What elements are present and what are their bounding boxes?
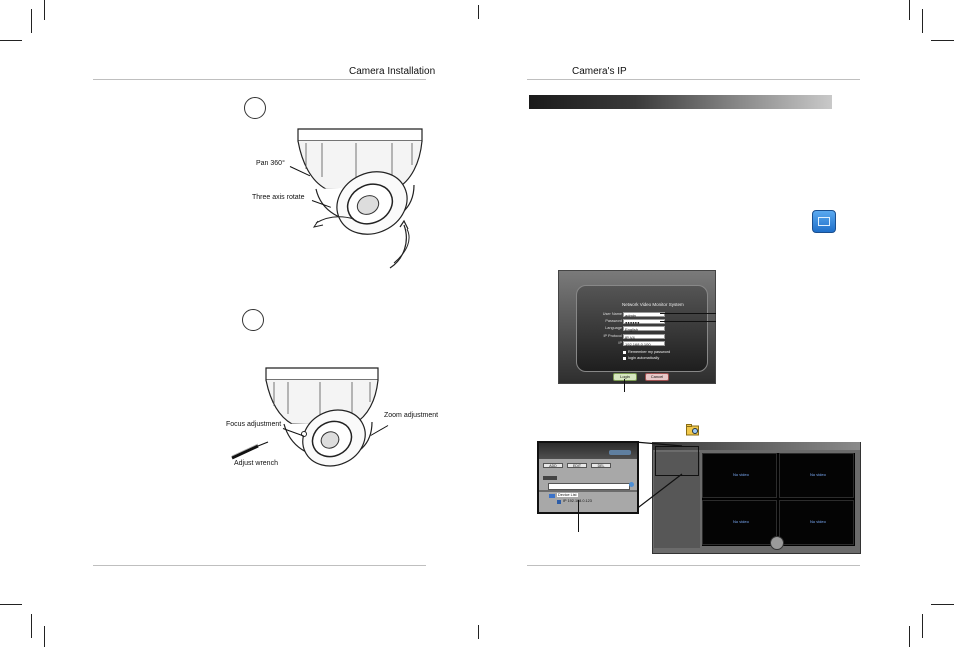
login-field-label: IP Protocol (603, 334, 622, 338)
focus-label: Focus adjustment (226, 421, 282, 428)
zoom-title-bar (539, 443, 637, 459)
folder-search-icon[interactable] (686, 424, 700, 436)
device-search-input[interactable] (548, 483, 630, 490)
crop-mark (31, 9, 32, 33)
user-badge (609, 450, 631, 455)
rotate-label: Three axis rotate (252, 194, 305, 201)
cancel-button[interactable]: Cancel (645, 373, 669, 381)
device-callout-line (578, 500, 579, 532)
login-field-label: Password (605, 319, 622, 323)
password-callout-line (660, 321, 716, 322)
add-device-button[interactable]: ADD (543, 463, 563, 468)
search-icon[interactable] (629, 482, 634, 487)
ip-address-field[interactable]: 192.168.0.100 (623, 341, 665, 347)
login-button[interactable]: Login (613, 373, 637, 381)
wrench-label: Adjust wrench (234, 460, 278, 467)
header-rule-right (527, 79, 860, 80)
device-list-root[interactable]: Device List (557, 493, 578, 497)
step-circle-2 (242, 309, 264, 331)
username-callout-line (660, 313, 716, 314)
section-title-bar (529, 95, 832, 109)
crop-mark (478, 5, 479, 19)
header-rule-left (93, 79, 426, 80)
auto-login-checkbox[interactable] (623, 357, 626, 360)
password-field[interactable]: ●●●●●● (623, 319, 665, 325)
pan-label: Pan 360° (256, 160, 285, 167)
page-header-right: Camera's IP (572, 66, 627, 77)
video-cell[interactable]: No video (702, 453, 777, 498)
login-field-label: User Name (602, 312, 622, 316)
crop-mark (922, 9, 923, 33)
crop-mark (922, 614, 923, 638)
login-title: Network Video Monitor System (622, 302, 684, 307)
auto-login-label: login automatically (628, 356, 660, 360)
video-cell[interactable]: No video (779, 500, 854, 545)
language-select[interactable]: English (623, 326, 665, 332)
login-button-callout-line (624, 379, 625, 392)
tree-header-bar (539, 490, 637, 492)
tree-toolbar (543, 476, 557, 480)
crop-mark (44, 626, 45, 647)
crop-mark (909, 0, 910, 20)
username-field[interactable]: admin (623, 312, 665, 318)
device-icon (557, 500, 561, 504)
zoom-label: Zoom adjustment (384, 412, 439, 419)
zoom-connector-lines (634, 441, 683, 511)
login-field-label: Language (605, 326, 622, 330)
delete-device-button[interactable]: DEL (591, 463, 611, 468)
footer-rule-right (527, 565, 860, 566)
ip-protocol-select[interactable]: IP V4 (623, 334, 665, 340)
crop-mark (931, 604, 954, 605)
zoom-source-box (655, 446, 699, 476)
page-header-left: Camera Installation (349, 66, 436, 77)
wrench-icon (231, 441, 269, 460)
remember-label: Remember my password (628, 350, 671, 354)
remember-checkbox[interactable] (623, 351, 626, 354)
app-launch-icon[interactable] (812, 210, 836, 233)
step-circle-1 (244, 97, 266, 119)
crop-mark (0, 40, 22, 41)
crop-mark (909, 626, 910, 647)
device-list-item[interactable]: IP 192.168.0.123 (563, 499, 592, 503)
folder-icon (549, 494, 555, 498)
dome-camera-pan-drawing (297, 128, 423, 269)
client-top-bar (652, 442, 860, 450)
crop-mark (0, 604, 22, 605)
crop-mark (31, 614, 32, 638)
dome-camera-focus-drawing (265, 367, 379, 467)
client-zoom-inset: ADD EDIT DEL Device List IP 192.168.0.12… (537, 441, 639, 514)
login-field-label: IP (618, 341, 622, 345)
video-cell[interactable]: No video (702, 500, 777, 545)
footer-rule-left (93, 565, 426, 566)
client-sidebar (654, 452, 700, 548)
edit-device-button[interactable]: EDIT (567, 463, 587, 468)
ptz-control[interactable] (770, 536, 784, 550)
crop-mark (931, 40, 954, 41)
crop-mark (478, 625, 479, 639)
video-cell[interactable]: No video (779, 453, 854, 498)
crop-mark (44, 0, 45, 20)
